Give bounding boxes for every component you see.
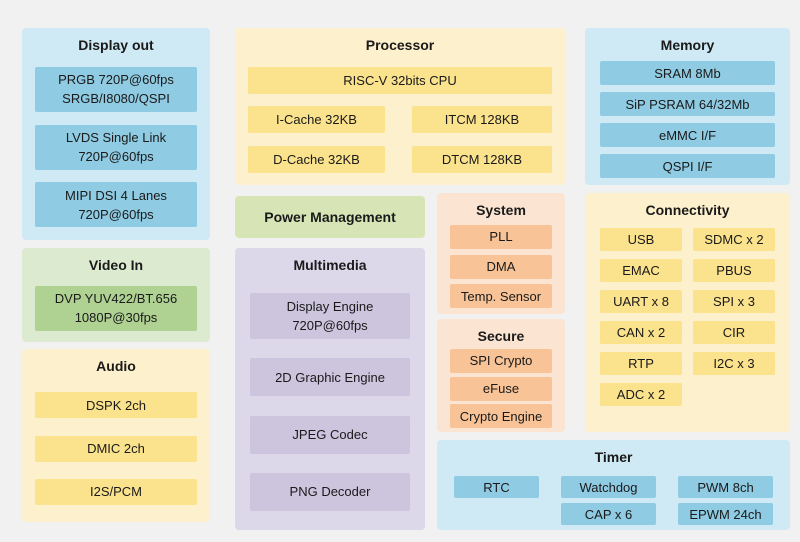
- block-png-decoder: PNG Decoder: [250, 472, 410, 511]
- timer-boxes: RTC Watchdog CAP x 6 PWM 8ch EPWM 24ch: [437, 466, 790, 530]
- block-label: 1080P@30fps: [74, 310, 158, 325]
- processor-row-2: D-Cache 32KB DTCM 128KB: [248, 145, 552, 173]
- block-i2c: I2C x 3: [693, 352, 775, 375]
- connectivity-row: USB SDMC x 2: [600, 228, 775, 251]
- block-dmic: DMIC 2ch: [35, 435, 197, 462]
- power-management-title: Power Management: [264, 209, 396, 225]
- block-pbus: PBUS: [693, 259, 775, 282]
- block-sram: SRAM 8Mb: [600, 61, 775, 85]
- block-temp-sensor: Temp. Sensor: [450, 284, 552, 309]
- block-i2s-pcm: I2S/PCM: [35, 478, 197, 505]
- block-cir: CIR: [693, 321, 775, 344]
- timer-col-1: Watchdog CAP x 6: [561, 476, 656, 530]
- block-label: 720P@60fps: [292, 318, 368, 334]
- block-label: 720P@60fps: [78, 149, 154, 164]
- block-can: CAN x 2: [600, 321, 682, 344]
- block-dvp-input: DVP YUV422/BT.656 1080P@30fps: [35, 285, 197, 331]
- audio-title: Audio: [96, 358, 136, 374]
- connectivity-row: EMAC PBUS: [600, 259, 775, 282]
- block-emac: EMAC: [600, 259, 682, 282]
- block-dspk: DSPK 2ch: [35, 392, 197, 419]
- panel-secure: Secure SPI Crypto eFuse Crypto Engine: [437, 319, 565, 432]
- block-label: SRGB/I8080/QSPI: [62, 91, 170, 107]
- block-dma: DMA: [450, 254, 552, 279]
- block-spi-crypto: SPI Crypto: [450, 348, 552, 373]
- block-spi: SPI x 3: [693, 290, 775, 313]
- timer-title: Timer: [594, 449, 633, 465]
- block-efuse: eFuse: [450, 376, 552, 401]
- block-pwm: PWM 8ch: [678, 476, 773, 498]
- display-out-title: Display out: [78, 37, 154, 53]
- row-spacer: [693, 383, 775, 406]
- block-sip-psram: SiP PSRAM 64/32Mb: [600, 92, 775, 116]
- block-dcache: D-Cache 32KB: [248, 145, 385, 173]
- multimedia-title: Multimedia: [293, 257, 367, 273]
- block-label: LVDS Single Link: [65, 130, 167, 145]
- block-itcm: ITCM 128KB: [412, 106, 552, 133]
- multimedia-boxes: Display Engine 720P@60fps 2D Graphic Eng…: [235, 274, 425, 530]
- memory-boxes: SRAM 8Mb SiP PSRAM 64/32Mb eMMC I/F QSPI…: [585, 54, 790, 185]
- block-epwm: EPWM 24ch: [678, 503, 773, 525]
- panel-timer: Timer RTC Watchdog CAP x 6 PWM 8ch EPWM …: [437, 440, 790, 530]
- audio-boxes: DSPK 2ch DMIC 2ch I2S/PCM: [22, 375, 210, 522]
- block-cap: CAP x 6: [561, 503, 656, 525]
- block-lvds-output: LVDS Single Link 720P@60fps: [35, 124, 197, 170]
- block-label: Display Engine: [286, 299, 374, 315]
- block-label: MIPI DSI 4 Lanes: [65, 187, 167, 203]
- block-label: DVP YUV422/BT.656: [54, 291, 178, 306]
- connectivity-title: Connectivity: [645, 202, 730, 218]
- block-sdmc: SDMC x 2: [693, 228, 775, 251]
- block-rtc: RTC: [454, 476, 539, 498]
- block-usb: USB: [600, 228, 682, 251]
- connectivity-row: ADC x 2: [600, 383, 775, 406]
- block-riscv-cpu: RISC-V 32bits CPU: [248, 66, 552, 94]
- processor-row-1: I-Cache 32KB ITCM 128KB: [248, 106, 552, 133]
- panel-power-management: Power Management: [235, 196, 425, 238]
- block-pll: PLL: [450, 224, 552, 249]
- block-label: PRGB 720P@60fps: [58, 72, 174, 88]
- panel-connectivity: Connectivity USB SDMC x 2 EMAC PBUS UART…: [585, 193, 790, 432]
- block-icache: I-Cache 32KB: [248, 106, 385, 133]
- connectivity-row: UART x 8 SPI x 3: [600, 290, 775, 313]
- block-2d-graphic-engine: 2D Graphic Engine: [250, 358, 410, 397]
- block-dtcm: DTCM 128KB: [412, 145, 552, 173]
- block-label: 720P@60fps: [78, 206, 154, 222]
- panel-processor: Processor RISC-V 32bits CPU I-Cache 32KB…: [235, 28, 565, 185]
- block-emmc: eMMC I/F: [600, 123, 775, 147]
- block-uart: UART x 8: [600, 290, 682, 313]
- timer-col-2: PWM 8ch EPWM 24ch: [678, 476, 773, 530]
- memory-title: Memory: [660, 37, 715, 53]
- system-boxes: PLL DMA Temp. Sensor: [437, 219, 565, 314]
- block-adc: ADC x 2: [600, 383, 682, 406]
- video-in-title: Video In: [88, 257, 144, 273]
- processor-title: Processor: [365, 37, 435, 53]
- block-crypto-engine: Crypto Engine: [450, 404, 552, 429]
- timer-col-rtc: RTC: [454, 476, 539, 530]
- connectivity-row: RTP I2C x 3: [600, 352, 775, 375]
- block-watchdog: Watchdog: [561, 476, 656, 498]
- system-title: System: [476, 202, 526, 218]
- panel-display-out: Display out PRGB 720P@60fps SRGB/I8080/Q…: [22, 28, 210, 240]
- block-qspi: QSPI I/F: [600, 154, 775, 178]
- block-jpeg-codec: JPEG Codec: [250, 415, 410, 454]
- processor-boxes: RISC-V 32bits CPU I-Cache 32KB ITCM 128K…: [235, 54, 565, 185]
- panel-system: System PLL DMA Temp. Sensor: [437, 193, 565, 314]
- panel-video-in: Video In DVP YUV422/BT.656 1080P@30fps: [22, 248, 210, 342]
- panel-memory: Memory SRAM 8Mb SiP PSRAM 64/32Mb eMMC I…: [585, 28, 790, 185]
- connectivity-boxes: USB SDMC x 2 EMAC PBUS UART x 8 SPI x 3 …: [585, 219, 790, 432]
- panel-multimedia: Multimedia Display Engine 720P@60fps 2D …: [235, 248, 425, 530]
- block-rtp: RTP: [600, 352, 682, 375]
- block-prgb-output: PRGB 720P@60fps SRGB/I8080/QSPI: [35, 66, 197, 112]
- panel-audio: Audio DSPK 2ch DMIC 2ch I2S/PCM: [22, 349, 210, 522]
- secure-boxes: SPI Crypto eFuse Crypto Engine: [437, 345, 565, 432]
- connectivity-row: CAN x 2 CIR: [600, 321, 775, 344]
- video-in-boxes: DVP YUV422/BT.656 1080P@30fps: [22, 274, 210, 342]
- block-display-engine: Display Engine 720P@60fps: [250, 293, 410, 340]
- secure-title: Secure: [477, 328, 525, 344]
- display-out-boxes: PRGB 720P@60fps SRGB/I8080/QSPI LVDS Sin…: [22, 54, 210, 240]
- block-mipi-dsi-output: MIPI DSI 4 Lanes 720P@60fps: [35, 182, 197, 228]
